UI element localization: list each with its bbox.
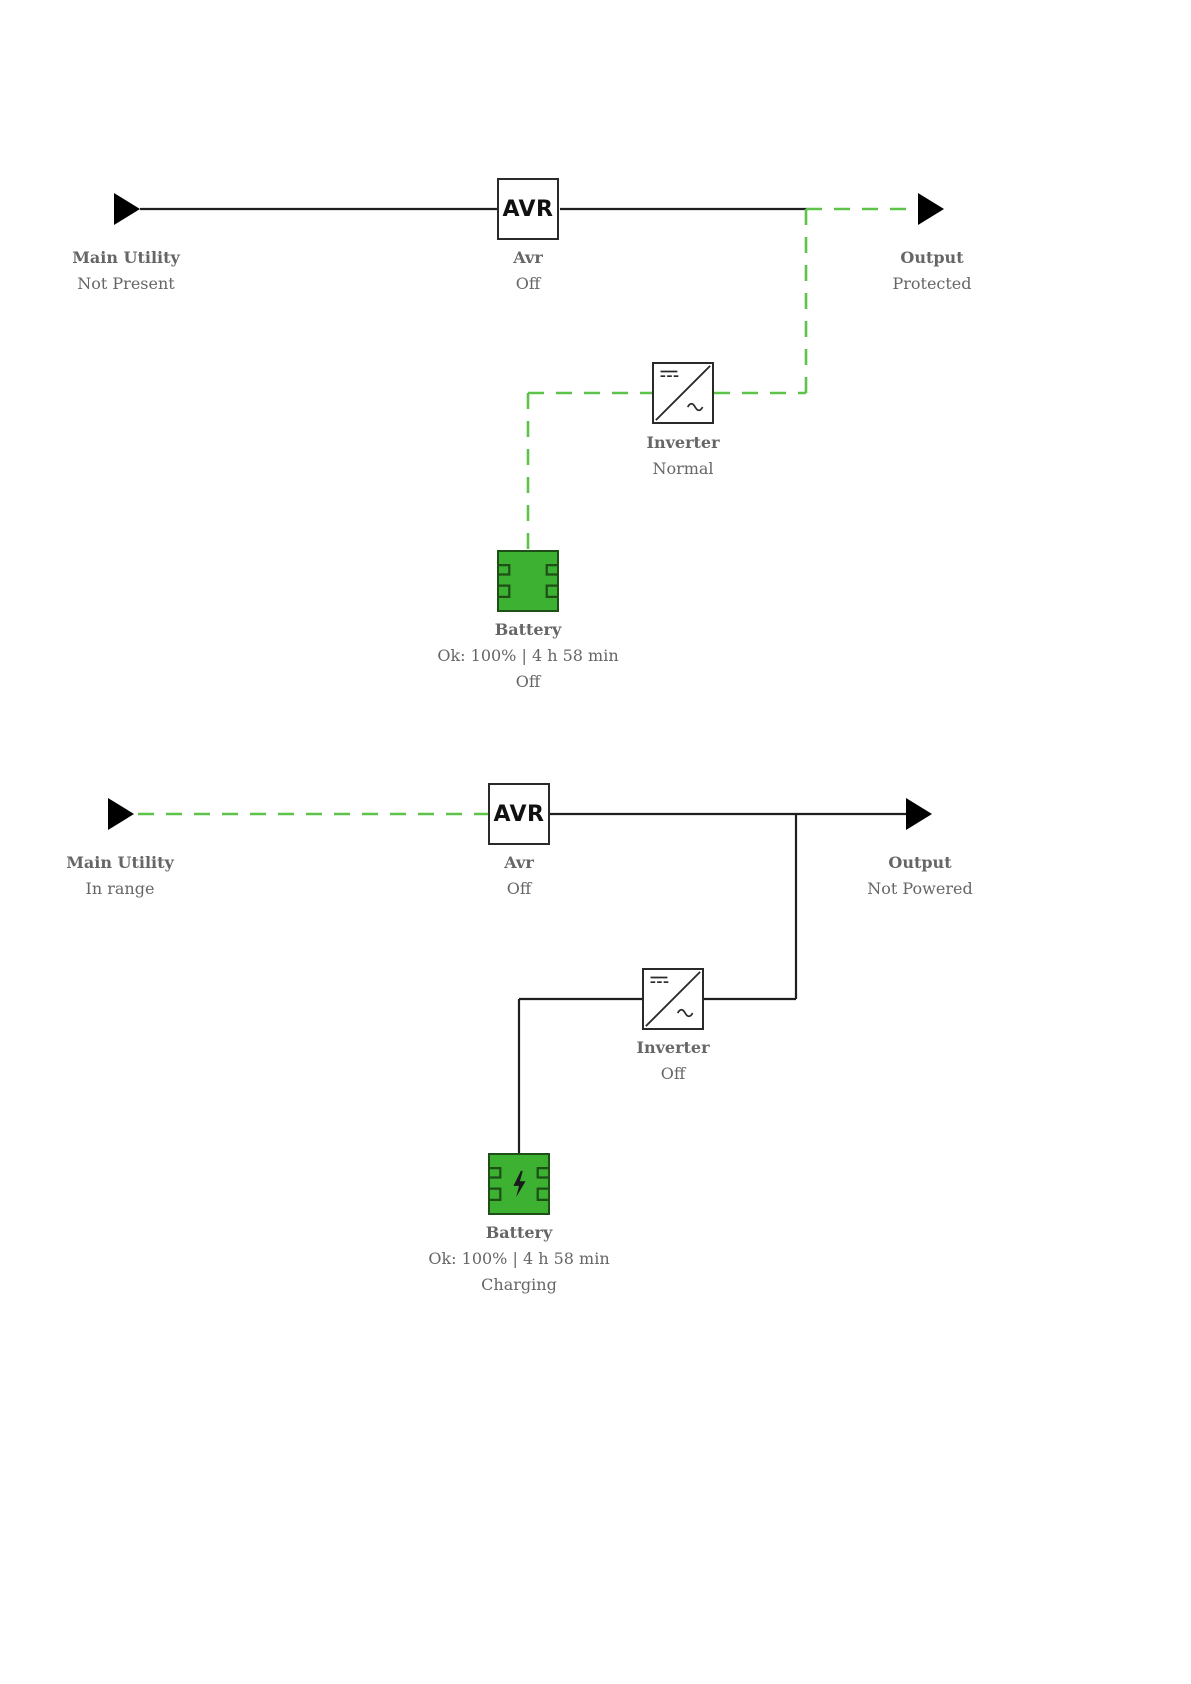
ups-diagram-2: AVR Main Utility In range Avr Off Output… [0, 745, 1191, 1305]
battery-block[interactable] [497, 550, 559, 612]
avr-block-label: AVR [503, 197, 554, 222]
inverter-name: Inverter [573, 430, 793, 456]
battery-charging-icon [490, 1155, 548, 1213]
output-arrow-icon [918, 193, 944, 225]
avr-name: Avr [418, 245, 638, 271]
battery-charge: Ok: 100% | 4 h 58 min [418, 643, 638, 669]
battery-status: Charging [409, 1272, 629, 1298]
avr-block-label: AVR [494, 802, 545, 827]
battery-label: Battery Ok: 100% | 4 h 58 min Charging [409, 1220, 629, 1298]
main-utility-label: Main Utility Not Present [16, 245, 236, 297]
inverter-block[interactable] [652, 362, 714, 424]
battery-status: Off [418, 669, 638, 695]
wiring [0, 140, 1191, 700]
main-utility-label: Main Utility In range [10, 850, 230, 902]
inverter-name: Inverter [563, 1035, 783, 1061]
inverter-status: Off [563, 1061, 783, 1087]
avr-block[interactable]: AVR [497, 178, 559, 240]
avr-label: Avr Off [418, 245, 638, 297]
ups-diagram-1: AVR Main Utility Not Present Avr Off Out… [0, 140, 1191, 700]
main-utility-arrow-icon [114, 193, 140, 225]
dc-ac-inverter-icon [654, 364, 712, 422]
battery-name: Battery [409, 1220, 629, 1246]
avr-label: Avr Off [409, 850, 629, 902]
battery-name: Battery [418, 617, 638, 643]
output-label: Output Not Powered [810, 850, 1030, 902]
output-status: Not Powered [810, 876, 1030, 902]
output-name: Output [822, 245, 1042, 271]
inverter-status: Normal [573, 456, 793, 482]
battery-icon [499, 552, 557, 610]
battery-label: Battery Ok: 100% | 4 h 58 min Off [418, 617, 638, 695]
main-utility-arrow-icon [108, 798, 134, 830]
avr-status: Off [418, 271, 638, 297]
battery-charge: Ok: 100% | 4 h 58 min [409, 1246, 629, 1272]
main-utility-name: Main Utility [10, 850, 230, 876]
main-utility-name: Main Utility [16, 245, 236, 271]
avr-name: Avr [409, 850, 629, 876]
inverter-label: Inverter Normal [573, 430, 793, 482]
output-name: Output [810, 850, 1030, 876]
output-label: Output Protected [822, 245, 1042, 297]
avr-status: Off [409, 876, 629, 902]
main-utility-status: In range [10, 876, 230, 902]
inverter-label: Inverter Off [563, 1035, 783, 1087]
battery-block[interactable] [488, 1153, 550, 1215]
inverter-block[interactable] [642, 968, 704, 1030]
output-status: Protected [822, 271, 1042, 297]
main-utility-status: Not Present [16, 271, 236, 297]
output-arrow-icon [906, 798, 932, 830]
dc-ac-inverter-icon [644, 970, 702, 1028]
avr-block[interactable]: AVR [488, 783, 550, 845]
